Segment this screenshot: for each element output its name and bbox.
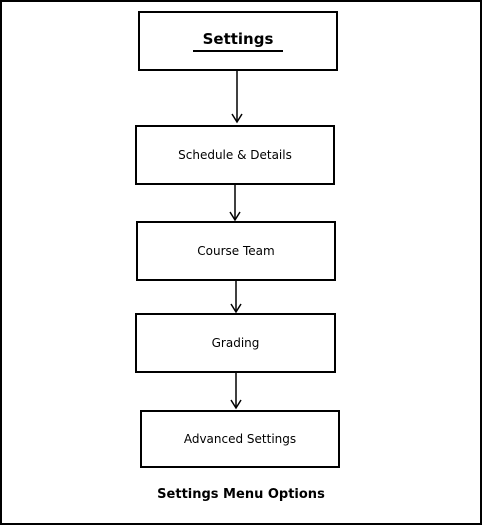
node-course-team-label: Course Team	[197, 244, 275, 258]
node-grading: Grading	[135, 313, 336, 373]
settings-title-label: Settings	[202, 30, 274, 48]
node-advanced-settings-label: Advanced Settings	[183, 432, 297, 446]
node-schedule-details-label: Schedule & Details	[178, 148, 292, 162]
node-advanced-settings: Advanced Settings	[140, 410, 340, 468]
node-schedule-details: Schedule & Details	[135, 125, 335, 185]
settings-title-underline	[193, 50, 283, 52]
settings-title-node: Settings	[138, 11, 338, 71]
node-grading-label: Grading	[211, 336, 260, 350]
node-course-team: Course Team	[136, 221, 336, 281]
diagram-caption: Settings Menu Options	[157, 487, 325, 502]
